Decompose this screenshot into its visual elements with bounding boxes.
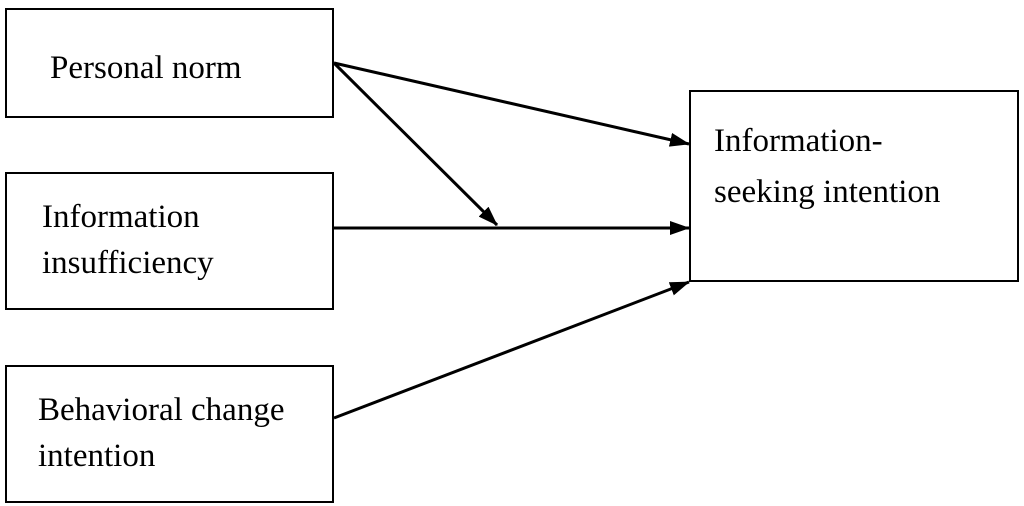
edge-personal-norm-to-info-seeking <box>333 61 690 147</box>
node-information-seeking-intention: Information- seeking intention <box>689 90 1019 282</box>
node-information-insufficiency-line2: insufficiency <box>42 245 214 282</box>
edge-behavioral-change-to-info-seeking <box>333 280 690 420</box>
node-information-insufficiency: Information insufficiency <box>5 172 334 310</box>
node-information-seeking-intention-line2: seeking intention <box>714 174 941 211</box>
node-information-insufficiency-label: Information insufficiency <box>42 194 214 286</box>
node-information-insufficiency-line1: Information <box>42 199 200 235</box>
node-personal-norm-line1: Personal norm <box>50 50 242 86</box>
node-information-seeking-intention-label: Information- seeking intention <box>714 116 940 218</box>
edge-personal-norm-moderation-arrow <box>332 61 499 227</box>
node-personal-norm-label: Personal norm <box>50 49 242 89</box>
node-behavioral-change-intention-label: Behavioral change intention <box>38 387 284 479</box>
node-personal-norm: Personal norm <box>5 8 334 118</box>
node-behavioral-change-intention-line2: intention <box>38 438 156 475</box>
node-behavioral-change-intention-line1: Behavioral change <box>38 392 285 428</box>
node-information-seeking-intention-line1: Information- <box>714 123 883 159</box>
node-behavioral-change-intention: Behavioral change intention <box>5 365 334 503</box>
